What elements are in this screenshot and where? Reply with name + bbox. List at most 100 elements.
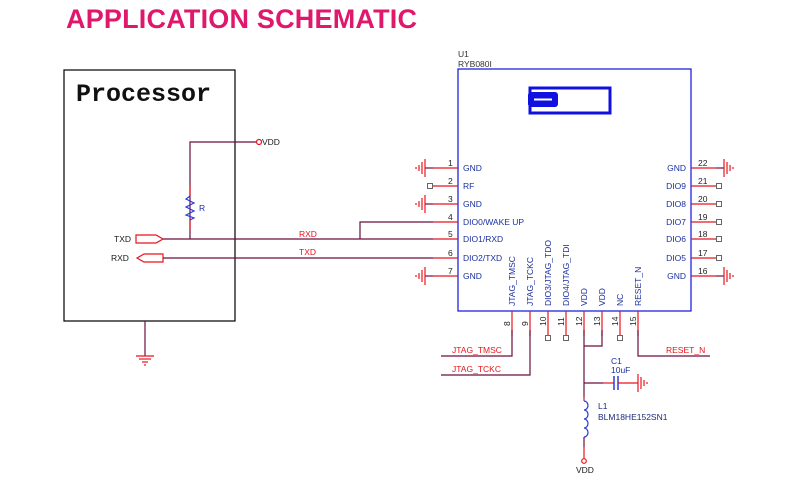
pin-name: JTAG_TCKC bbox=[525, 257, 535, 306]
capacitor-c1: C1 10uF bbox=[584, 356, 648, 392]
pin-name: DIO5 bbox=[666, 253, 686, 263]
ground-icon bbox=[415, 195, 433, 213]
pin-name: GND bbox=[667, 271, 686, 281]
pin-name: DIO8 bbox=[666, 199, 686, 209]
inductor-l1: L1 BLM18HE152SN1 VDD bbox=[576, 397, 668, 475]
ground-icon bbox=[415, 267, 433, 285]
pin-number: 2 bbox=[448, 176, 453, 186]
pin-name: GND bbox=[463, 271, 482, 281]
pin-number: 6 bbox=[448, 248, 453, 258]
pin-number: 11 bbox=[556, 317, 566, 326]
vdd-terminal-icon bbox=[255, 138, 263, 146]
page-title: APPLICATION SCHEMATIC bbox=[66, 4, 418, 34]
pin-number: 16 bbox=[698, 266, 708, 276]
pin-name: DIO4/JTAG_TDI bbox=[561, 244, 571, 306]
net-label-jtag-tmsc: JTAG_TMSC bbox=[452, 345, 502, 355]
serial-wires: RXD TXD bbox=[163, 221, 433, 259]
pin-number: 18 bbox=[698, 229, 708, 239]
pin-number: 22 bbox=[698, 158, 708, 168]
module-pin-9: 9 JTAG_TCKC bbox=[520, 257, 535, 336]
vdd-terminal-icon bbox=[581, 458, 587, 464]
pin-name: VDD bbox=[579, 288, 589, 306]
module-pin-15: 15 RESET_N bbox=[628, 267, 643, 336]
ground-icon bbox=[415, 159, 433, 177]
pin-number: 13 bbox=[592, 316, 602, 326]
pin-name: RESET_N bbox=[633, 267, 643, 306]
pin-number: 20 bbox=[698, 194, 708, 204]
input-port-icon bbox=[135, 253, 164, 263]
processor-ground bbox=[136, 321, 154, 366]
module-outline bbox=[457, 68, 692, 312]
pin-number: 12 bbox=[574, 316, 584, 326]
inductor-ref: L1 bbox=[598, 401, 608, 411]
pin-name: DIO9 bbox=[666, 181, 686, 191]
pin-name: VDD bbox=[597, 288, 607, 306]
pin-number: 1 bbox=[448, 158, 453, 168]
module-part: RYB080I bbox=[458, 59, 492, 69]
pin-number: 14 bbox=[610, 316, 620, 326]
pullup-resistor: R VDD bbox=[184, 137, 280, 239]
resistor-ref: R bbox=[199, 203, 205, 213]
port-rxd: RXD bbox=[111, 253, 164, 263]
net-label-jtag-tckc: JTAG_TCKC bbox=[452, 364, 501, 374]
pin-number: 19 bbox=[698, 212, 708, 222]
capacitor-value: 10uF bbox=[611, 365, 630, 375]
pin-name: GND bbox=[667, 163, 686, 173]
pin-name: DIO1/RXD bbox=[463, 234, 503, 244]
net-label-txd: TXD bbox=[299, 247, 316, 257]
ground-icon bbox=[716, 159, 734, 177]
pin-name: NC bbox=[615, 294, 625, 306]
pin-number: 9 bbox=[520, 321, 530, 326]
ground-icon bbox=[136, 355, 154, 366]
pin-name: JTAG_TMSC bbox=[507, 256, 517, 306]
no-connect-icon bbox=[716, 236, 722, 242]
net-label-reset-n: RESET_N bbox=[666, 345, 705, 355]
port-txd: TXD bbox=[114, 234, 165, 244]
ground-icon bbox=[637, 374, 648, 392]
vdd-net-label-bottom: VDD bbox=[576, 465, 594, 475]
pin-number: 3 bbox=[448, 194, 453, 204]
no-connect-icon bbox=[563, 335, 569, 341]
port-txd-label: TXD bbox=[114, 234, 131, 244]
pin-number: 4 bbox=[448, 212, 453, 222]
capacitor-ref: C1 bbox=[611, 356, 622, 366]
resistor-icon bbox=[184, 195, 196, 221]
module-pin-11: 11 DIO4/JTAG_TDI bbox=[556, 244, 571, 341]
processor-label: Processor bbox=[76, 80, 211, 109]
no-connect-icon bbox=[427, 183, 433, 189]
pin-number: 7 bbox=[448, 266, 453, 276]
pin-name: DIO0/WAKE UP bbox=[463, 217, 524, 227]
module-pin-14: 14 NC bbox=[610, 294, 625, 341]
no-connect-icon bbox=[716, 255, 722, 261]
pin-name: RF bbox=[463, 181, 474, 191]
pin-number: 8 bbox=[502, 321, 512, 326]
module-pin-8: 8 JTAG_TMSC bbox=[502, 256, 517, 336]
port-rxd-label: RXD bbox=[111, 253, 129, 263]
pin-number: 5 bbox=[448, 229, 453, 239]
pin-number: 21 bbox=[698, 176, 708, 186]
output-port-icon bbox=[135, 234, 165, 244]
pin-name: DIO3/JTAG_TDO bbox=[543, 240, 553, 306]
pin-name: DIO7 bbox=[666, 217, 686, 227]
no-connect-icon bbox=[716, 219, 722, 225]
capacitor-icon bbox=[613, 376, 619, 390]
vdd-net-label-top: VDD bbox=[262, 137, 280, 147]
processor-outline bbox=[63, 69, 236, 322]
ground-icon bbox=[716, 267, 734, 285]
no-connect-icon bbox=[716, 183, 722, 189]
pin-number: 15 bbox=[628, 316, 638, 326]
no-connect-icon bbox=[617, 335, 623, 341]
inductor-value: BLM18HE152SN1 bbox=[598, 412, 668, 422]
pin-number: 10 bbox=[538, 316, 548, 326]
